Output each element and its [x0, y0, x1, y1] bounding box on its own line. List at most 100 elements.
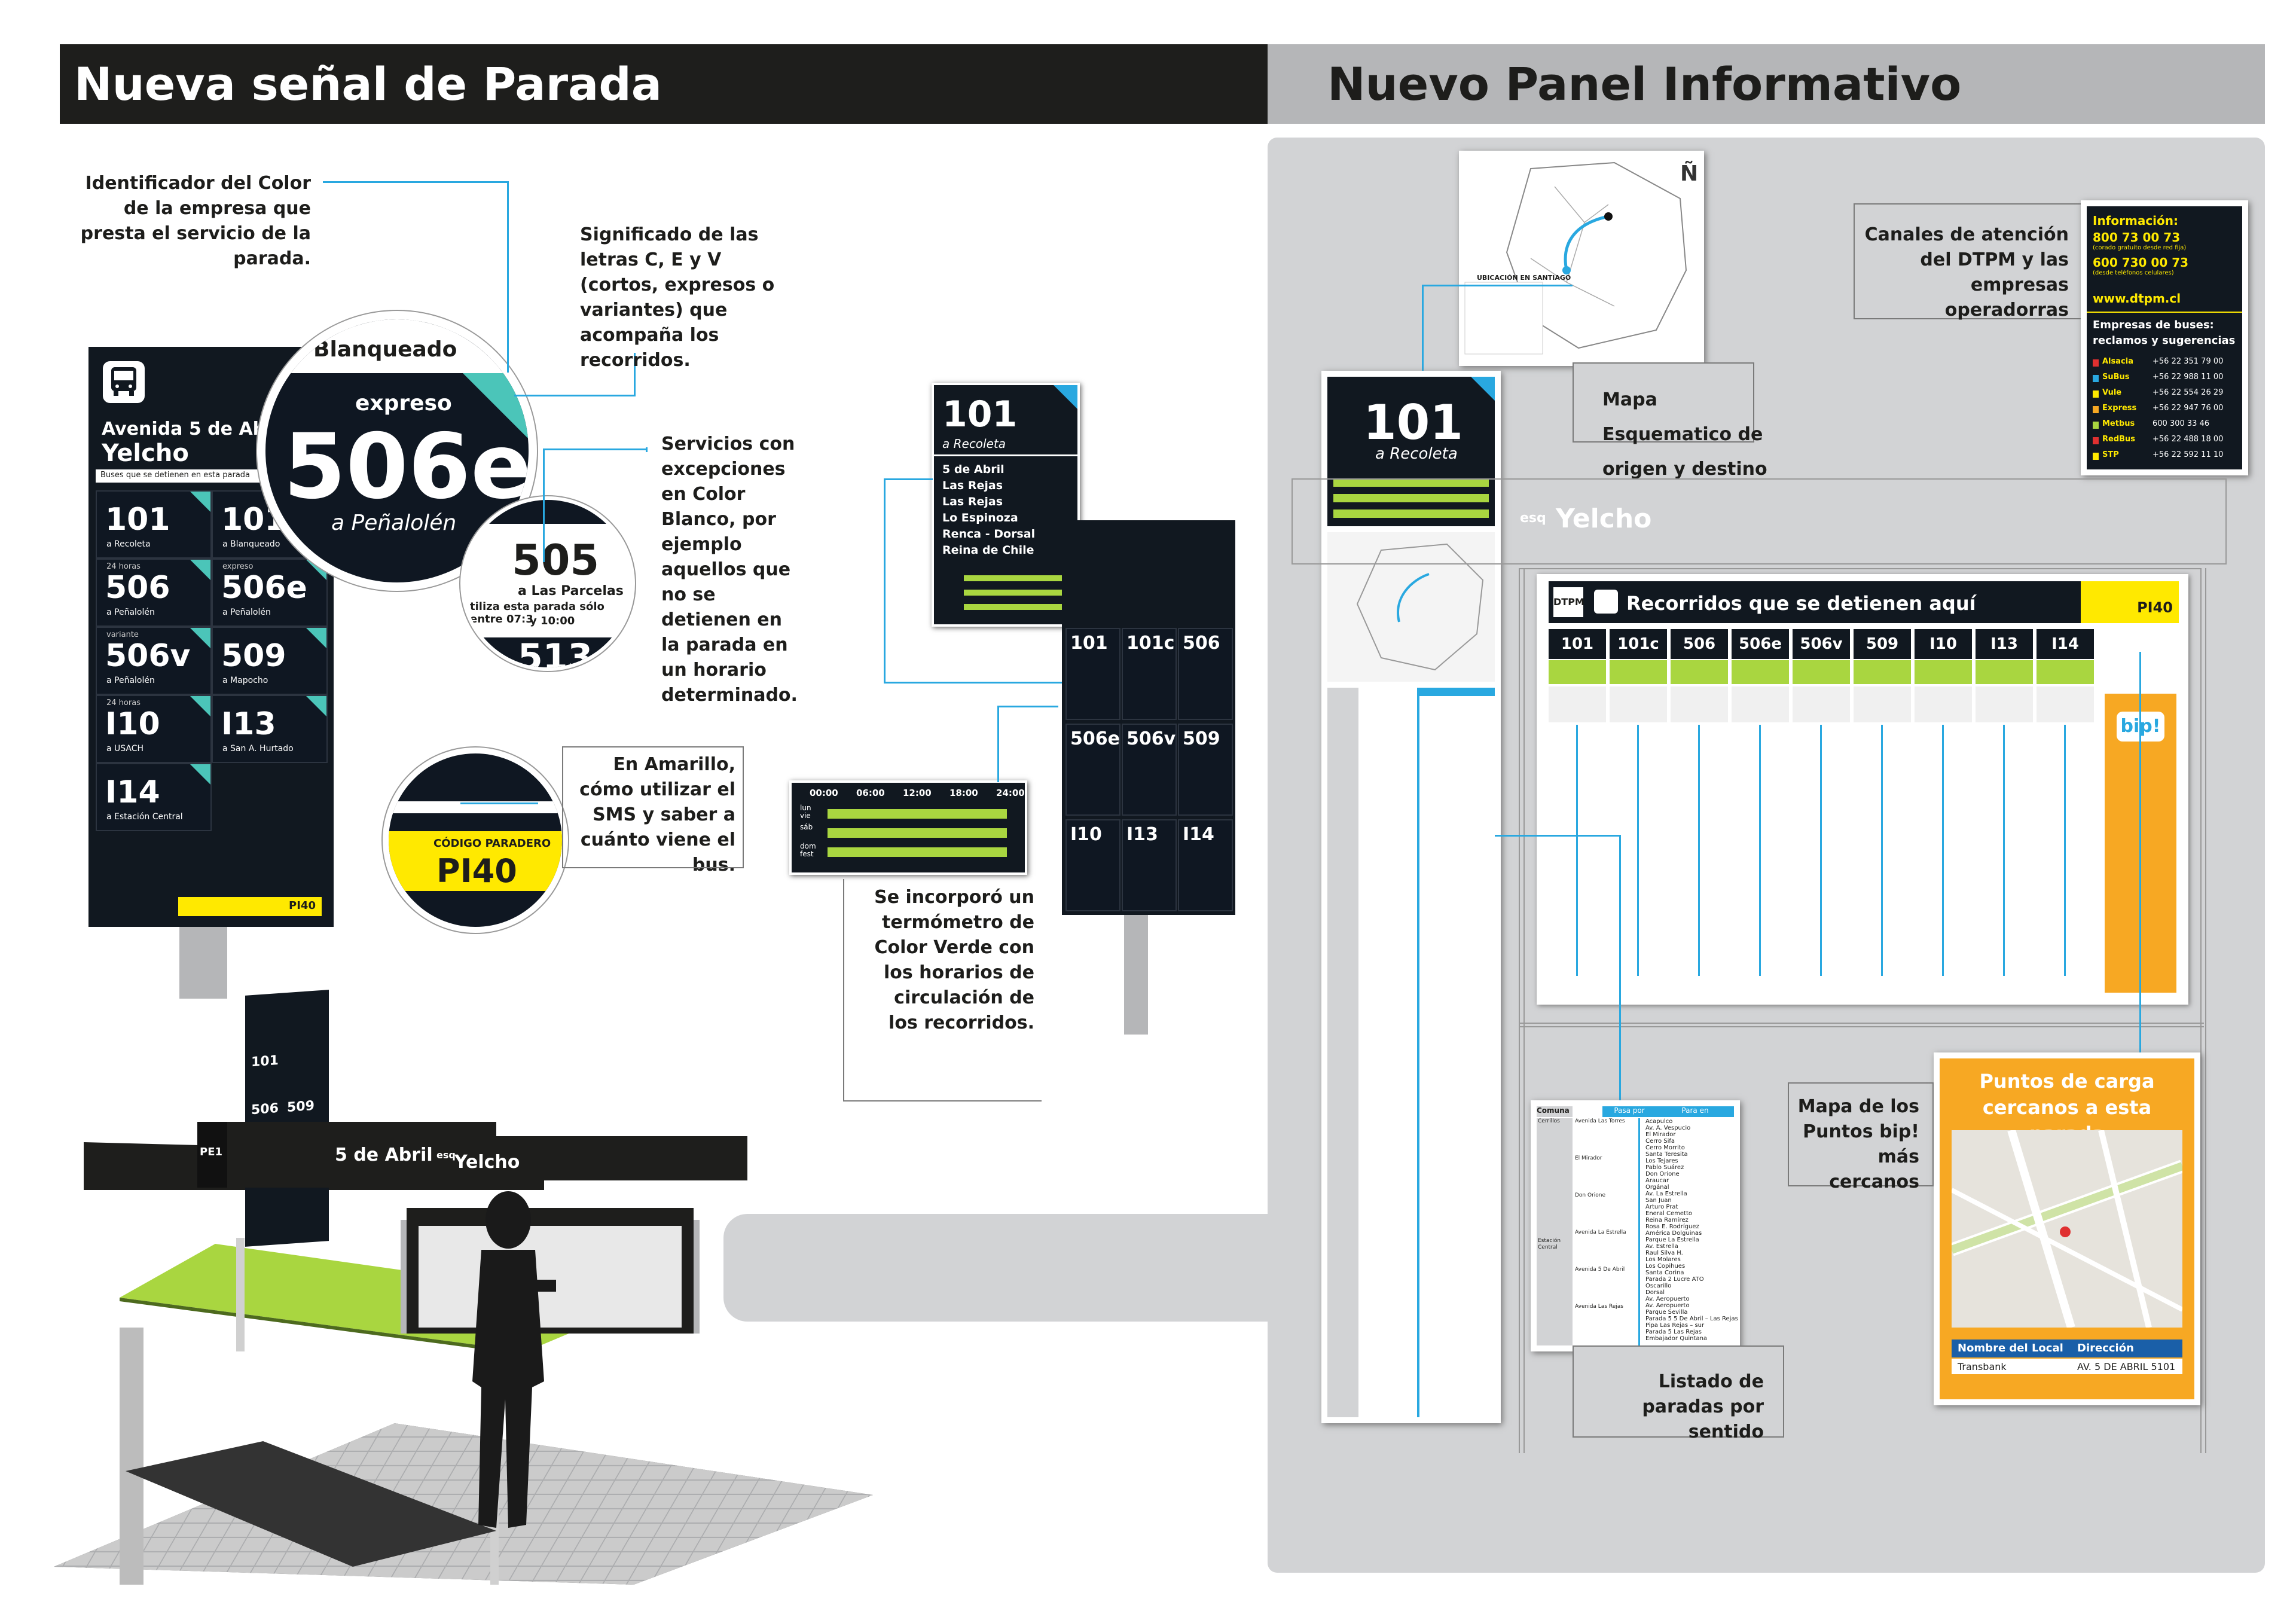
person-silhouette — [472, 1191, 556, 1528]
mid-route-cell: I10 — [1065, 819, 1120, 911]
stop-list-item: Santa Corina — [1645, 1270, 1684, 1276]
mid-route-cell: 506 — [1178, 628, 1233, 720]
magnifier2-exception: tiliza esta parada sólo entre 07:3 — [470, 600, 604, 625]
panel-route-thermometer — [1915, 660, 1972, 684]
svg-text:Ñ: Ñ — [1680, 161, 1698, 186]
magnifier2-exception2: y 10:00 — [530, 615, 575, 627]
company-name: Express — [2102, 404, 2137, 413]
panel-route-map — [1915, 686, 1972, 722]
tall-sign-list — [1327, 688, 1495, 1417]
panel-route-column: I14 — [2037, 629, 2094, 988]
sign-pole — [179, 921, 227, 999]
panel-route-line — [1881, 725, 1883, 976]
stop-list-item: Av. La Estrella — [1645, 1191, 1687, 1197]
panel-route-map — [1793, 686, 1850, 722]
route-number: 509 — [221, 638, 286, 674]
puntos-row-addr: AV. 5 DE ABRIL 5101 — [2077, 1361, 2176, 1372]
stop-list-item: Av. Aeropuerto — [1645, 1296, 1690, 1302]
stop-list-item: Los Tejares — [1645, 1158, 1678, 1164]
route-stop: Lo Espinoza — [942, 511, 1018, 524]
bus-icon — [103, 361, 145, 403]
route-dest: a USACH — [106, 744, 144, 753]
panel-route-map — [1976, 686, 2033, 722]
stop-list-item: Los Molares — [1645, 1256, 1681, 1263]
panel-route-thermometer — [1793, 660, 1850, 684]
route-tag: 24 horas — [106, 562, 141, 571]
tall-sign-map — [1327, 532, 1495, 682]
panel-cross: Yelcho — [1556, 504, 1652, 534]
route-dest: a Recoleta — [106, 539, 151, 549]
company-color-swatch — [2093, 437, 2099, 444]
panel-route-column: 506 — [1671, 629, 1728, 988]
mid-route-cell: 506v — [1122, 724, 1177, 816]
panel-route-thermometer — [1732, 660, 1789, 684]
mid-route-number: I10 — [1070, 824, 1102, 845]
left-header-bar: Nueva señal de Parada — [60, 44, 1268, 124]
note-listado: Listado de paradas por sentido — [1642, 1371, 1764, 1442]
route-dest: a Mapocho — [222, 676, 268, 685]
mini-thermometer — [940, 565, 1071, 618]
note-mapa: Mapa Esquematico de origen y destino — [1602, 389, 1767, 480]
route-dest: a Estación Central — [106, 812, 183, 822]
company-color-swatch — [2093, 406, 2099, 413]
panel-route-line — [1759, 725, 1761, 976]
thermometer-time: 12:00 — [903, 788, 932, 798]
panel-route-line — [2064, 725, 2066, 976]
route-number: 101 — [105, 502, 170, 538]
route-cell: 509 a Mapocho — [212, 627, 328, 695]
magnifier2-next: 513 — [518, 636, 593, 671]
puntos-carga: Puntos de carga cercanos a esta parada N… — [1940, 1058, 2194, 1399]
tall-sign-num: 101 — [1363, 395, 1463, 450]
company-row: SuBus +56 22 988 11 00 — [2093, 371, 2236, 387]
company-name: STP — [2102, 450, 2119, 459]
stop-list-item: El Mirador — [1645, 1131, 1676, 1138]
company-name: SuBus — [2102, 373, 2130, 382]
panel-top-frame: Yelcho esq — [1292, 478, 2227, 565]
company-row: Express +56 22 947 76 00 — [2093, 402, 2236, 418]
stop-list-item: Don Orione — [1645, 1171, 1680, 1177]
route-tag: 24 horas — [106, 698, 141, 707]
company-color-swatch — [2093, 359, 2099, 367]
route-number: 506e — [221, 570, 307, 606]
company-name: Alsacia — [2102, 357, 2133, 366]
panel-route-number: I13 — [1976, 629, 2033, 659]
thermometer-day: dom fest — [800, 842, 816, 858]
panel-route-thermometer — [1976, 660, 2033, 684]
company-phone: +56 22 947 76 00 — [2152, 404, 2224, 413]
stop-list-item: Pipa Las Rejas – sur — [1645, 1322, 1705, 1329]
code-label: CÓDIGO PARADERO — [433, 837, 551, 850]
note-servicios: Servicios con excepciones en Color Blanc… — [661, 434, 798, 706]
company-row: RedBus+56 22 488 18 00 — [2093, 434, 2236, 449]
left-title: Nueva señal de Parada — [74, 57, 662, 111]
company-color-swatch — [2093, 375, 2099, 382]
panel-title: Recorridos que se detienen aquí — [1626, 592, 1976, 615]
mid-route-number: I13 — [1126, 824, 1158, 845]
puntos-col2: Dirección — [2077, 1342, 2134, 1354]
panel-route-map — [1854, 686, 1911, 722]
info-web: www.dtpm.cl — [2093, 291, 2181, 306]
thermometer-time: 24:00 — [996, 788, 1025, 798]
puntos-col1: Nombre del Local — [1958, 1342, 2063, 1354]
company-phone: +56 22 988 11 00 — [2152, 373, 2224, 382]
stop-list-street: Avenida Las Torres — [1575, 1118, 1625, 1124]
magnifier-505: 505 a Las Parcelas tiliza esta parada só… — [460, 496, 635, 671]
company-phone: 600 300 33 46 — [2152, 419, 2210, 428]
sms-strip: PI40 — [178, 897, 322, 916]
company-phone: +56 22 351 79 00 — [2152, 357, 2224, 366]
company-name: RedBus — [2102, 435, 2136, 444]
thermometer-time: 00:00 — [810, 788, 838, 798]
magnifier-top-text: Blanqueado — [313, 337, 457, 362]
stop-list-item: Arturo Prat — [1645, 1204, 1678, 1210]
puntos-title: Puntos de carga cercanos a esta parada — [1979, 1070, 2155, 1145]
shelter-esq: esq — [436, 1149, 456, 1161]
stop-list-item: Santa Teresita — [1645, 1151, 1688, 1158]
panel-route-thermometer — [1854, 660, 1911, 684]
route-dest: a San A. Hurtado — [222, 744, 294, 753]
company-name: Metbus — [2102, 419, 2135, 428]
sms-code: PI40 — [289, 899, 316, 912]
route-dest: a Blanqueado — [222, 539, 280, 549]
